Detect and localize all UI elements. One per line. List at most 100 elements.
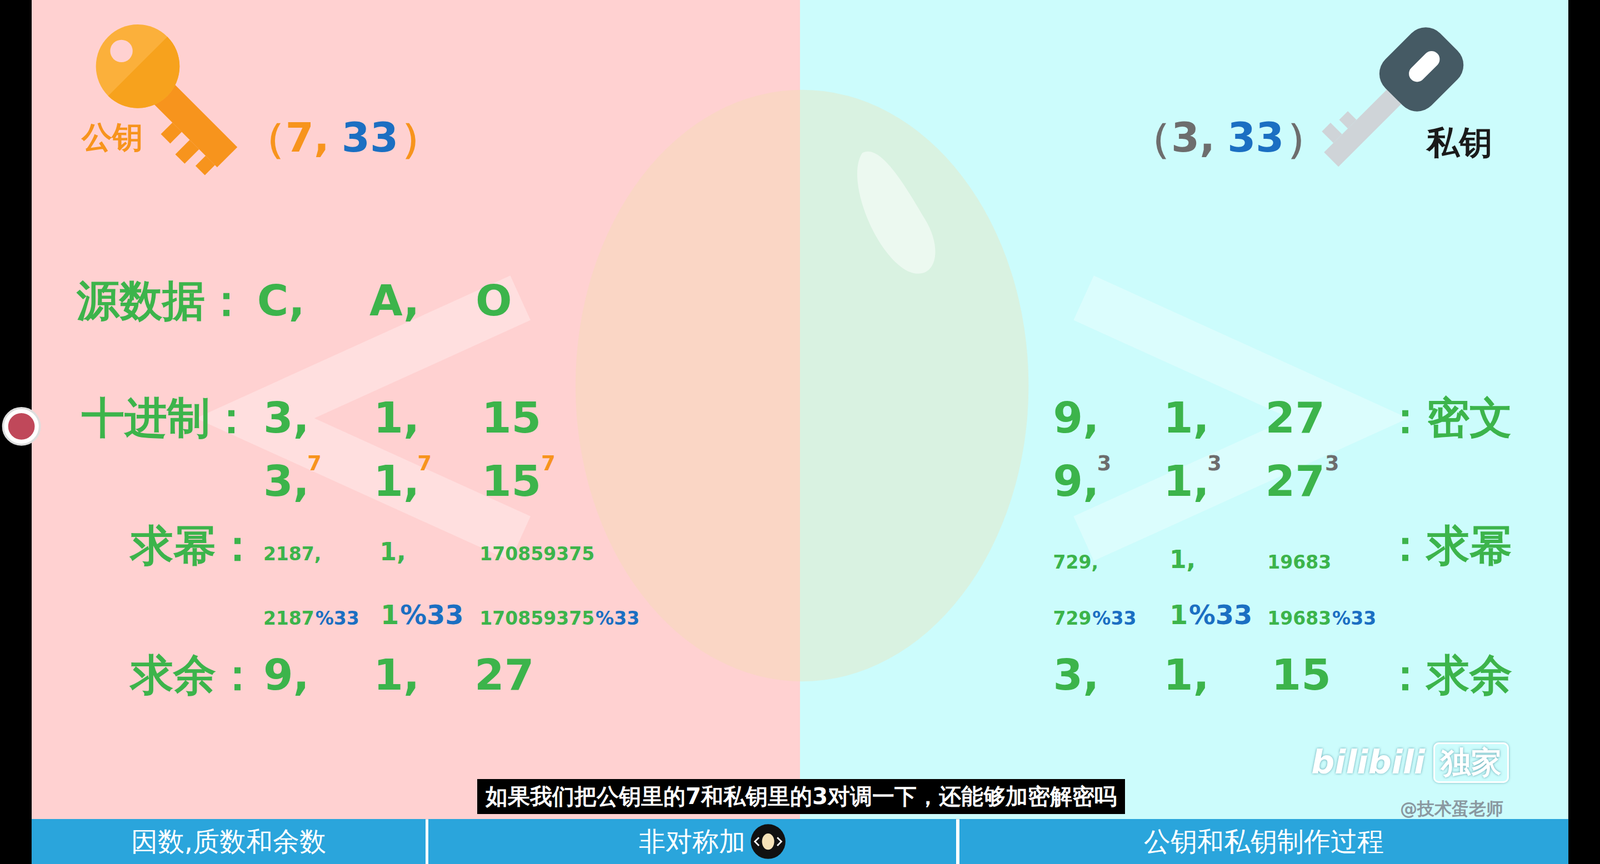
row-heading: ：密文	[1383, 396, 1513, 440]
power-value: 2187,	[263, 545, 322, 564]
source-letter: A,	[369, 279, 420, 323]
decimal-value: 3,	[263, 396, 310, 440]
marker-egg	[762, 833, 775, 850]
ciphertext-value: 1,	[373, 653, 420, 697]
decimal-value: 15	[481, 396, 542, 440]
watermark-logo: bilibili	[1311, 746, 1425, 780]
ciphertext-value: 27	[474, 653, 534, 697]
key-bracket: （	[1130, 117, 1172, 158]
modulo-operator: %33	[400, 602, 464, 629]
subtitle-text: 如果我们把公钥里的7和私钥里的3对调一下，还能够加密解密吗	[485, 785, 1117, 808]
dividend-value: 1	[1169, 602, 1188, 629]
ciphertext-value: 27	[1265, 396, 1325, 440]
key-tooth	[161, 122, 183, 144]
power-value: 729,	[1053, 553, 1099, 572]
key-caption: 私钥	[1426, 126, 1493, 160]
exponent-superscript: 3	[1097, 453, 1112, 475]
base-value: 9,	[1053, 460, 1100, 503]
power-value: 170859375	[479, 545, 595, 564]
modulo-operator: %33	[595, 609, 640, 628]
ciphertext-value: 9,	[263, 653, 310, 697]
less-than-chevron	[255, 297, 521, 539]
egg-highlight	[857, 151, 936, 274]
base-value: 15	[481, 460, 542, 503]
marker-chevron	[755, 837, 759, 847]
tab-divider-base	[31, 819, 1569, 864]
progress-marker-icon	[750, 824, 785, 859]
key-shaft	[1323, 80, 1411, 167]
source-letter: O	[475, 279, 513, 323]
chapter-tab: 非对称加	[428, 819, 957, 864]
row-heading: ：求幂	[1383, 524, 1513, 568]
dividend-value: 19683	[1267, 609, 1332, 628]
key-bracket: （	[245, 117, 286, 158]
exponent-superscript: 7	[307, 453, 322, 475]
row-heading: 求幂：	[130, 524, 259, 568]
key-hole	[110, 40, 133, 63]
modulo-operator: %33	[1092, 609, 1137, 628]
ciphertext-value: 9,	[1053, 396, 1100, 440]
ciphertext-value: 1,	[1163, 396, 1210, 440]
key-slot	[1405, 47, 1444, 86]
chapter-tab: 公钥和私钥制作过程	[959, 819, 1569, 864]
browser-extension-badge	[3, 408, 40, 445]
key-head-shade	[108, 36, 180, 109]
uploader-watermark: @技术蛋老师	[1400, 800, 1504, 818]
base-value: 1,	[373, 460, 420, 503]
key-caption: 公钥	[81, 122, 143, 153]
modulo-operator: %33	[315, 609, 360, 628]
base-value: 3,	[263, 460, 310, 503]
power-value: 19683	[1267, 553, 1332, 572]
key-tooth	[1321, 122, 1342, 143]
egg-illustration	[575, 90, 1029, 683]
private-key-panel: （3,33）私钥9,1,27：密文9,31,3273729,1,19683：求幂…	[800, 0, 1569, 820]
row-heading: ：求余	[1383, 653, 1513, 697]
key-tooth	[175, 140, 199, 164]
plaintext-value: 1,	[1163, 653, 1210, 697]
source-letter: C,	[257, 279, 305, 323]
marker-disc	[750, 824, 785, 859]
badge-core	[8, 413, 35, 440]
dividend-value: 2187	[263, 609, 315, 628]
public-exponent: 7,	[285, 117, 330, 158]
tab-title: 非对称加	[638, 828, 746, 856]
plaintext-value: 15	[1271, 653, 1332, 697]
key-bracket: ）	[400, 117, 442, 158]
modulo-operator: %33	[1188, 602, 1253, 629]
key-tooth	[195, 155, 215, 175]
row-heading: 源数据：	[76, 279, 248, 323]
tab-title: 公钥和私钥制作过程	[1143, 828, 1384, 856]
badge-ring	[3, 408, 40, 445]
private-key-icon	[1308, 18, 1473, 183]
public-key-panel: 公钥（7,33）源数据：C,A,O十进制：3,1,153,71,7157求幂：2…	[31, 0, 800, 820]
watermark-badge: 独家	[1433, 742, 1509, 784]
marker-chevron	[777, 837, 782, 847]
decimal-value: 1,	[373, 396, 420, 440]
dividend-value: 729	[1053, 609, 1092, 628]
exponent-superscript: 7	[541, 453, 556, 475]
key-tooth	[1339, 111, 1357, 129]
base-value: 1,	[1163, 460, 1210, 503]
private-exponent: 3,	[1171, 117, 1215, 158]
key-bracket: ）	[1286, 117, 1327, 158]
row-heading: 十进制：	[81, 396, 253, 440]
chapter-tab: 因数,质数和余数	[31, 819, 426, 864]
modulus-value: 33	[1227, 117, 1284, 158]
public-key-icon	[96, 24, 238, 182]
dividend-value: 170859375	[479, 609, 595, 628]
exponent-superscript: 3	[1325, 453, 1340, 475]
plaintext-value: 3,	[1053, 653, 1100, 697]
tab-title: 因数,质数和余数	[131, 828, 327, 856]
base-value: 27	[1265, 460, 1325, 503]
exponent-superscript: 7	[417, 453, 433, 475]
exponent-superscript: 3	[1207, 453, 1222, 475]
key-head	[96, 24, 180, 109]
row-heading: 求余：	[130, 653, 259, 697]
key-head	[1371, 18, 1473, 120]
subtitle-box: 如果我们把公钥里的7和私钥里的3对调一下，还能够加密解密吗	[477, 779, 1125, 814]
key-shaft	[126, 57, 238, 168]
modulus-value: 33	[341, 117, 399, 158]
power-value: 1,	[379, 540, 406, 565]
power-value: 1,	[1169, 547, 1196, 573]
